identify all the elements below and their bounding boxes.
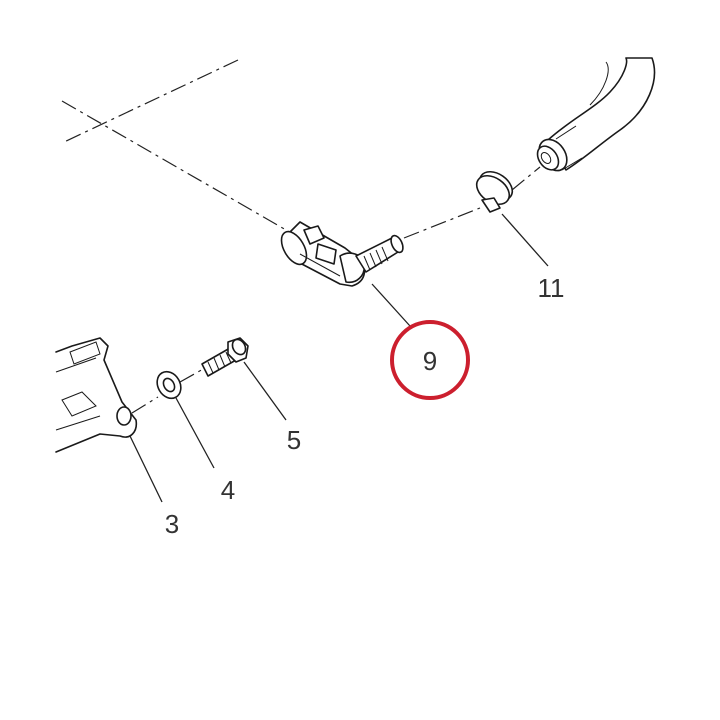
callout-9: 9 bbox=[423, 346, 437, 376]
clamp-icon bbox=[475, 170, 514, 213]
leader-5 bbox=[243, 361, 287, 421]
bolt-icon bbox=[201, 337, 249, 377]
leader-lines bbox=[129, 213, 549, 503]
callout-3: 3 bbox=[165, 509, 179, 539]
centerline-connector-clamp bbox=[403, 207, 481, 239]
centerline-bracket-washer bbox=[131, 396, 159, 414]
centerline-washer-bolt bbox=[179, 367, 206, 383]
leader-9 bbox=[371, 283, 411, 327]
leader-11 bbox=[501, 213, 549, 267]
hose-icon bbox=[536, 57, 656, 172]
bracket-hole bbox=[116, 406, 132, 426]
callout-4: 4 bbox=[221, 475, 235, 505]
washer-icon bbox=[156, 370, 182, 400]
bracket-icon bbox=[55, 337, 138, 453]
leader-4 bbox=[175, 397, 215, 469]
highlight-circle bbox=[390, 320, 470, 400]
assembly-centerlines bbox=[61, 59, 541, 414]
centerline-to-connector bbox=[61, 100, 301, 239]
leader-3 bbox=[129, 435, 163, 503]
centerline-upper bbox=[61, 59, 239, 144]
callout-5: 5 bbox=[287, 425, 301, 455]
centerline-clamp-hose bbox=[511, 166, 541, 191]
callout-11: 11 bbox=[538, 273, 565, 303]
elbow-connector-icon bbox=[280, 221, 404, 287]
